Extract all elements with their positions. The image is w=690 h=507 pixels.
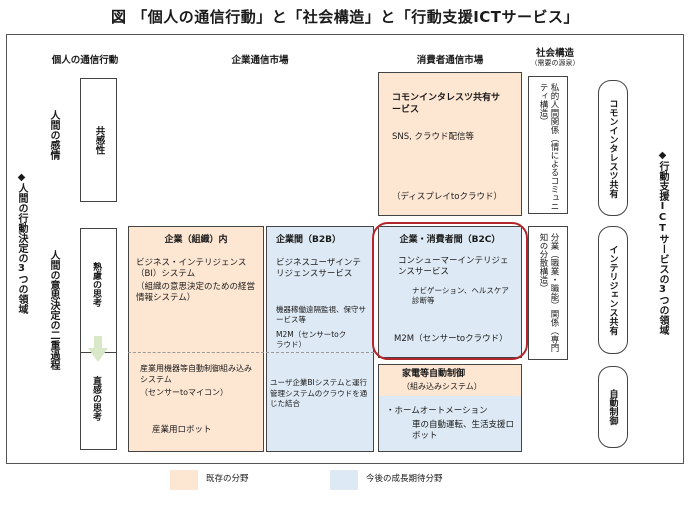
home-automation-box [378, 364, 522, 452]
legend-existing-label: 既存の分野 [206, 474, 249, 484]
header-consumer: 消費者通信市場 [416, 55, 484, 66]
deliberate-label: 熟慮の思考 [91, 262, 101, 307]
b2c-title: 企業・消費者間（B2C） [399, 235, 501, 245]
division-relation-label: 分業（職業・職能）関係（専門知の分散構造） [538, 233, 559, 352]
pill-auto-control: 自動制御 [598, 366, 628, 448]
home-automation-existing [378, 364, 522, 396]
private-relation-label: 私的人間関係（情によるコミュニティ構造） [538, 83, 559, 211]
legend-existing-swatch [170, 470, 198, 490]
header-social: 社会構造 [535, 48, 574, 59]
diagram-frame [6, 34, 684, 464]
common-interest-display: （ディスプレイtoクラウド） [392, 192, 502, 202]
bi-system-note: （組織の意思決定のための経営情報システム） [136, 282, 256, 303]
pill-auto-control-label: 自動制御 [607, 389, 618, 425]
empathy-label: 共感性 [93, 125, 105, 155]
intuitive-label: 直感の思考 [91, 376, 101, 421]
b2b-user-intelligence: ビジネスユーザインテリジェンスサービス [276, 258, 361, 279]
right-axis-label: ◆行動支援ICTサービスの3つの領域 [657, 150, 668, 335]
empathy-box: 共感性 [80, 78, 117, 202]
common-interest-box [378, 72, 522, 216]
left-axis-label: ◆人間の行動決定の3つの領域 [16, 172, 27, 314]
private-relation-box: 私的人間関係（情によるコミュニティ構造） [528, 76, 568, 214]
embedded-system-note: （センサーtoマイコン） [140, 388, 229, 397]
home-automation-ha: ・ホームオートメーション [386, 406, 488, 416]
row-label-emotion: 人間の感情 [48, 110, 59, 160]
pill-common-interest-label: コモンインタレスツ共有 [607, 98, 618, 198]
b2b-remote-monitoring: 機器稼働遠隔監視、保守サービス等 [276, 305, 366, 324]
b2c-box [378, 226, 522, 358]
pill-intelligence-label: インテリジェンス共有 [607, 245, 618, 335]
b2c-m2m: M2M（センサーtoクラウド） [394, 334, 508, 344]
b2b-m2m: M2M（センサーtoクラウド） [276, 330, 347, 349]
consumer-intelligence: コンシューマーインテリジェンスサービス [398, 256, 509, 277]
industrial-robot: 産業用ロボット [152, 425, 212, 435]
pill-intelligence: インテリジェンス共有 [598, 226, 628, 354]
legend-future-label: 今後の成長期待分野 [366, 474, 443, 484]
embedded-system: 産業用機器等自動制御組み込みシステム [140, 364, 252, 384]
header-personal: 個人の通信行動 [51, 55, 119, 66]
legend-future-swatch [330, 470, 358, 490]
common-interest-title: コモンインタレスツ共有サービス [392, 93, 501, 115]
home-automation-sub: （組み込みシステム） [402, 382, 482, 391]
header-social-sub: （需要の源泉） [530, 59, 580, 67]
b2b-combination: ユーザ企業BIシステムと運行管理システムのクラウドを通じた結合 [270, 378, 368, 408]
thinking-box [80, 228, 117, 450]
page-title: 図 「個人の通信行動」と「社会構造」と「行動支援ICTサービス」 [110, 8, 580, 26]
enterprise-internal-title: 企業（組織）内 [164, 235, 228, 245]
enterprise-internal-box [128, 226, 264, 452]
division-relation-box: 分業（職業・職能）関係（専門知の分散構造） [528, 226, 568, 360]
b2c-highlight-ring [372, 222, 528, 360]
home-automation-title: 家電等自動制御 [402, 369, 466, 379]
home-automation-car: 車の自動運転、生活支援ロボット [412, 420, 515, 441]
header-enterprise: 企業通信市場 [231, 55, 289, 66]
row-label-dual-process: 人間の意思決定の二重過程 [48, 250, 59, 370]
b2b-divider [266, 352, 374, 353]
down-arrow-icon [88, 336, 108, 362]
enterprise-divider [128, 352, 264, 353]
b2b-title: 企業間（B2B） [276, 235, 341, 245]
bi-system: ビジネス・インテリジェンス（BI）システム [136, 258, 247, 279]
pill-common-interest: コモンインタレスツ共有 [598, 80, 628, 216]
common-interest-sns: SNS, クラウド配信等 [392, 132, 475, 142]
home-automation-future [378, 396, 522, 452]
b2c-navigation: ナビゲーション、ヘルスケア診断等 [412, 286, 509, 305]
